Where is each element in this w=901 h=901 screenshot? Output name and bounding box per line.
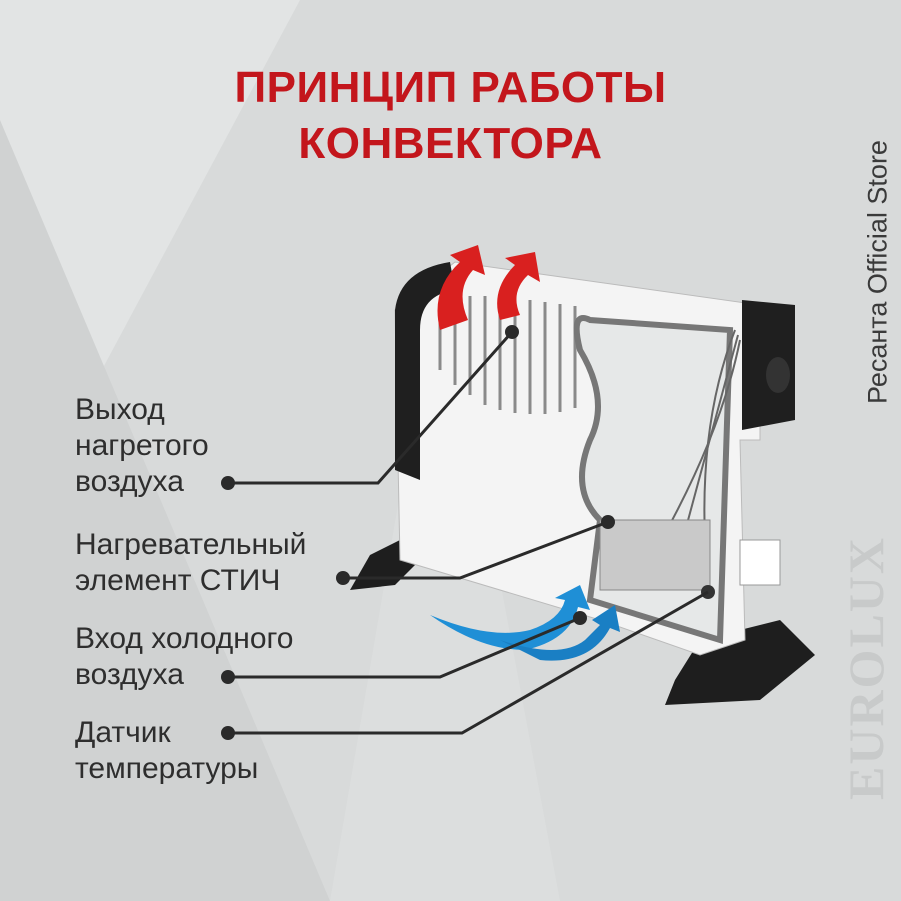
callout-dots <box>221 325 615 740</box>
label-line: Вход холодного <box>75 622 294 655</box>
thermostat-knob <box>766 357 790 393</box>
label-line: воздуха <box>75 658 184 691</box>
product-label <box>739 539 781 586</box>
hot-air-arrow-icon <box>437 245 485 330</box>
label-line: воздуха <box>75 465 184 498</box>
left-side-panel <box>395 262 455 480</box>
label-line: элемент СТИЧ <box>75 564 281 597</box>
title-line-2: КОНВЕКТОРА <box>298 119 603 168</box>
label-line: Нагревательный <box>75 528 307 561</box>
label-line: нагретого <box>75 429 209 462</box>
label-temperature-sensor: Датчик температуры <box>75 715 258 787</box>
label-line: Выход <box>75 393 165 426</box>
label-line: температуры <box>75 752 259 785</box>
heating-element <box>599 519 711 591</box>
label-line: Датчик <box>75 716 171 749</box>
label-heating-element: Нагревательный элемент СТИЧ <box>75 527 306 599</box>
page-title: ПРИНЦИП РАБОТЫ КОНВЕКТОРА <box>0 60 901 172</box>
store-name: Ресанта Official Store <box>862 140 893 404</box>
hot-air-arrow-icon <box>497 252 540 320</box>
label-hot-air-output: Выход нагретого воздуха <box>75 392 209 500</box>
brand-watermark: EUROLUX <box>838 535 894 801</box>
cold-air-arrow-icon <box>430 585 590 650</box>
cold-air-arrow-icon <box>500 605 620 661</box>
title-line-1: ПРИНЦИП РАБОТЫ <box>234 63 667 112</box>
label-cold-air-input: Вход холодного воздуха <box>75 621 293 693</box>
callout-lines <box>228 331 709 735</box>
